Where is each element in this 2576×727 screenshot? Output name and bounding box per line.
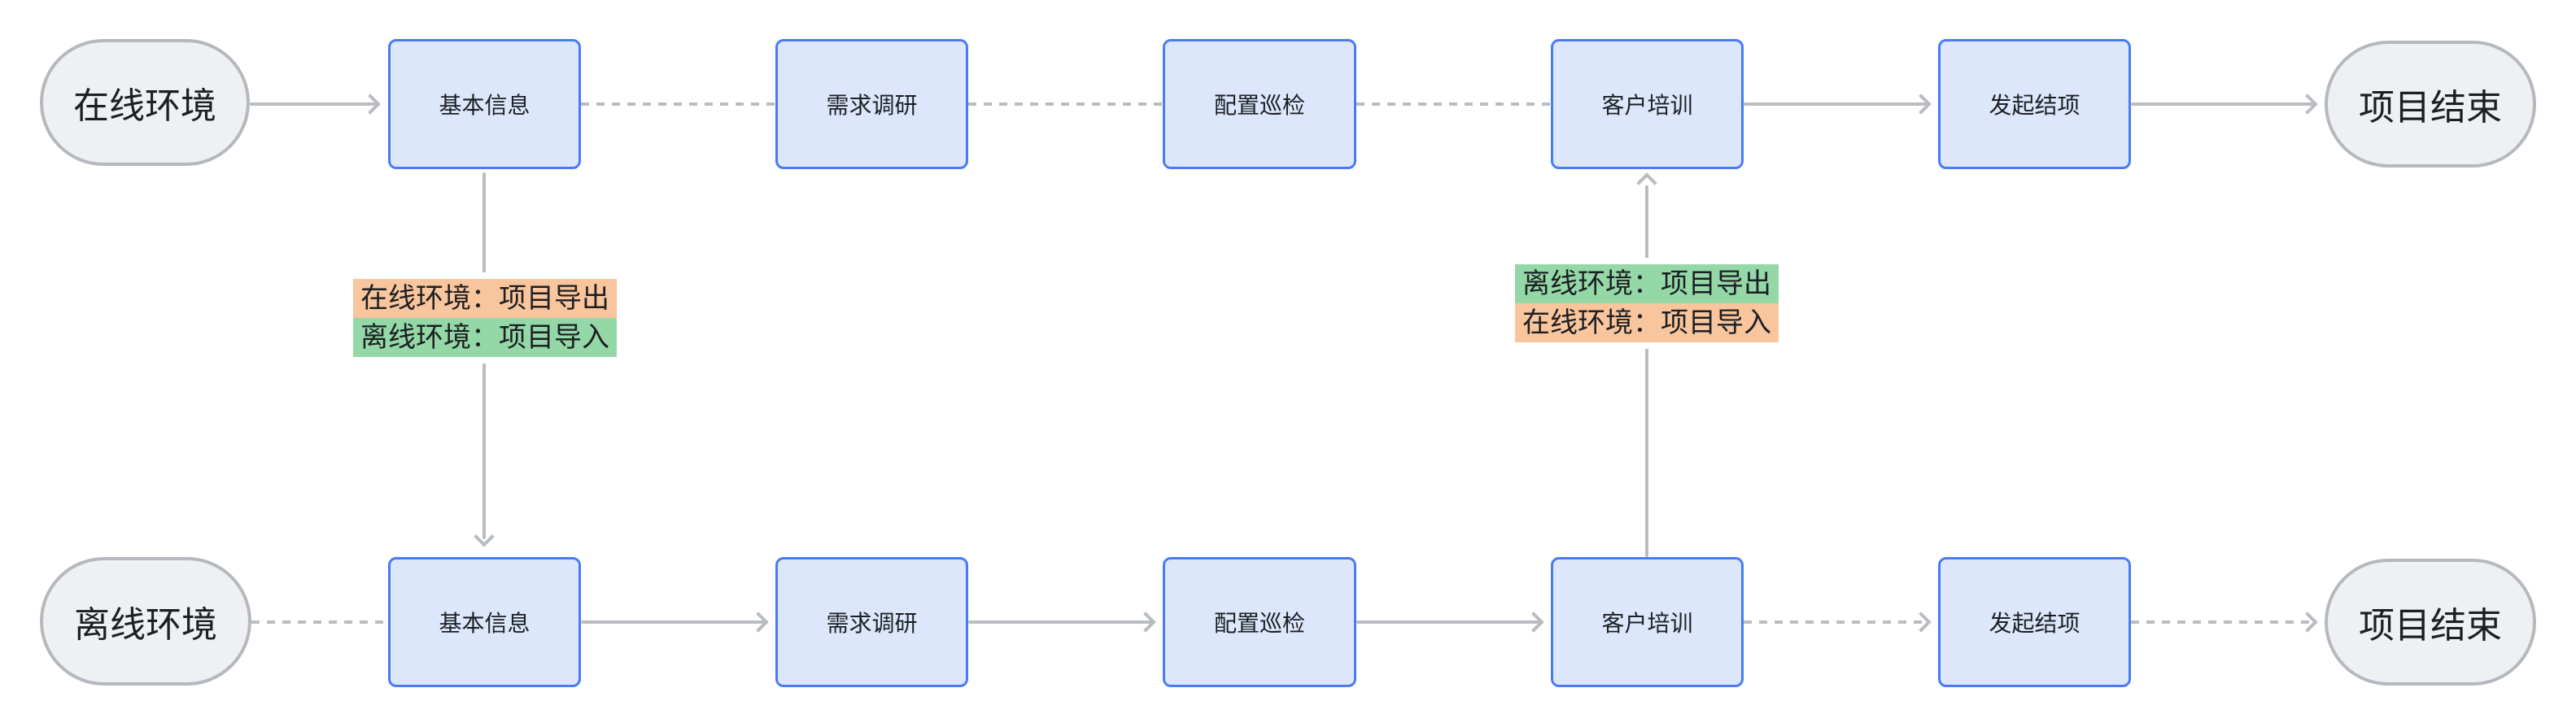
node-label: 发起结项 [1989,93,2080,118]
node-top-project-end: 项目结束 [2325,41,2536,168]
node-top-initiate-closure: 发起结项 [1938,39,2131,169]
connector-top-inspection-to-training [1356,102,1551,106]
connector-bottom-closure-to-end [2131,620,2311,624]
node-label: 基本信息 [439,611,530,636]
transfer-up-label: 离线环境：项目导出 在线环境：项目导入 [1515,258,1779,349]
node-bottom-initiate-closure: 发起结项 [1938,557,2131,687]
node-label: 需求调研 [826,93,918,118]
connector-bottom-inspection-to-training [1356,620,1539,624]
transfer-down-label: 在线环境：项目导出 离线环境：项目导入 [353,272,617,364]
chevron-right-icon [360,94,381,115]
node-offline-env: 离线环境 [40,557,251,686]
node-label: 配置巡检 [1213,93,1305,118]
node-label: 客户培训 [1601,93,1693,118]
node-label: 离线环境 [74,605,217,645]
node-label: 配置巡检 [1213,611,1305,636]
connector-bottom-basicinfo-to-research [581,620,764,624]
node-label: 项目结束 [2359,88,2502,128]
connector-export-up [1645,185,1648,557]
chevron-right-icon [2297,612,2318,633]
chevron-right-icon [2297,94,2318,115]
transfer-line-import: 离线环境：项目导入 [353,318,617,357]
node-label: 客户培训 [1601,611,1693,636]
node-bottom-requirement-research: 需求调研 [775,557,968,687]
node-top-basic-info: 基本信息 [388,39,581,169]
transfer-line-export: 离线环境：项目导出 [1515,264,1779,303]
node-bottom-customer-training: 客户培训 [1551,557,1744,687]
node-top-config-inspection: 配置巡检 [1163,39,1356,169]
connector-top-training-to-closure [1744,102,1927,106]
connector-top-closure-to-end [2131,102,2313,106]
chevron-right-icon [748,612,769,633]
chevron-right-icon [1910,612,1932,633]
node-bottom-config-inspection: 配置巡检 [1163,557,1356,687]
node-label: 发起结项 [1989,611,2080,636]
chevron-up-icon [1636,172,1657,194]
chevron-right-icon [1523,612,1544,633]
connector-bottom-research-to-inspection [968,620,1151,624]
connector-top-research-to-inspection [968,102,1163,106]
node-top-customer-training: 客户培训 [1551,39,1744,169]
connector-top-basicinfo-to-research [581,102,775,106]
node-top-requirement-research: 需求调研 [775,39,968,169]
node-online-env: 在线环境 [40,39,250,166]
connector-offline-to-basicinfo [251,620,388,624]
connector-online-to-basicinfo [250,102,376,106]
chevron-right-icon [1910,94,1932,115]
node-label: 基本信息 [439,93,530,118]
transfer-line-export: 在线环境：项目导出 [353,279,617,318]
node-label: 项目结束 [2359,606,2502,646]
node-label: 需求调研 [826,611,918,636]
node-bottom-project-end: 项目结束 [2325,559,2536,686]
transfer-line-import: 在线环境：项目导入 [1515,303,1779,342]
chevron-right-icon [1135,612,1156,633]
node-label: 在线环境 [73,86,216,126]
connector-bottom-training-to-closure [1744,620,1924,624]
chevron-down-icon [474,526,495,547]
node-bottom-basic-info: 基本信息 [388,557,581,687]
